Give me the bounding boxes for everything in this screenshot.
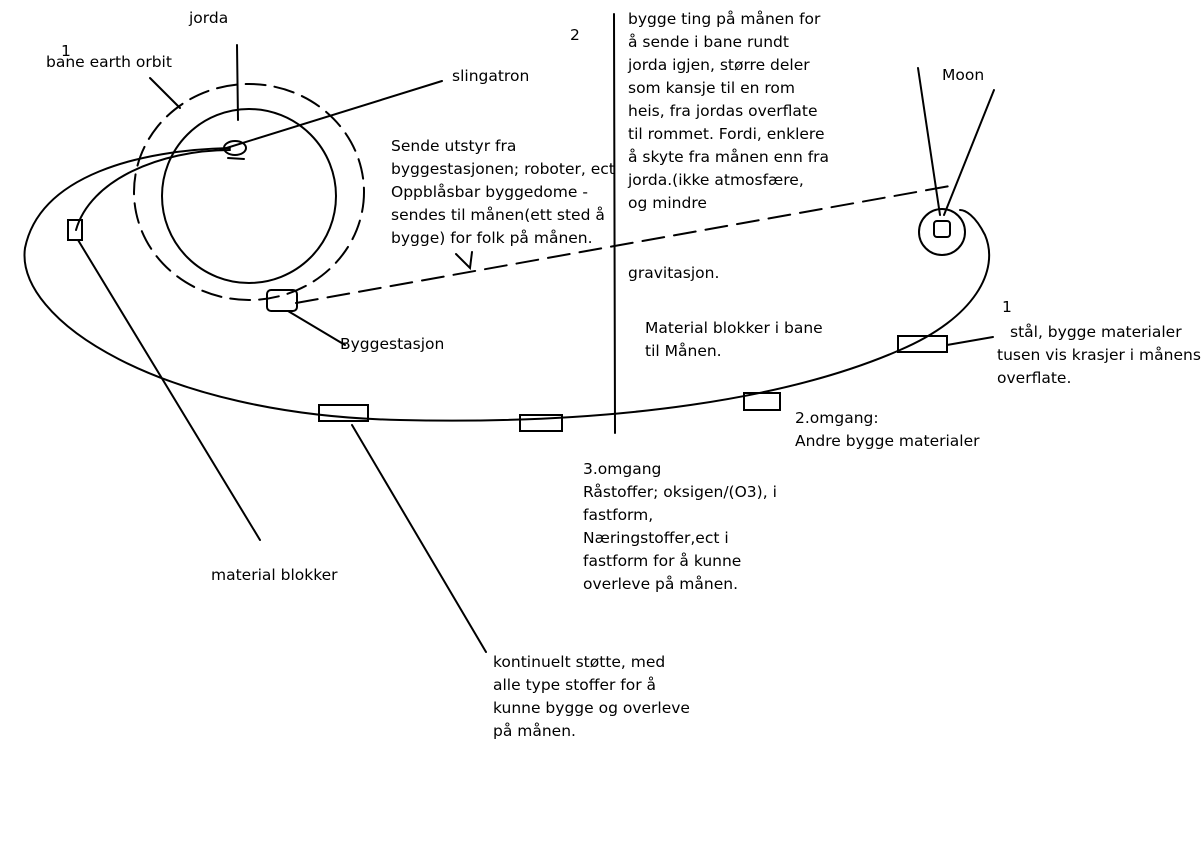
label-omgang-3: 3.omgang Råstoffer; oksigen/(O3), i fast… <box>583 460 777 593</box>
byggestasjon-box <box>266 289 298 312</box>
label-omgang-2: 2.omgang: Andre bygge materialer <box>795 409 980 450</box>
earth-circle <box>161 108 337 284</box>
label-moon: Moon <box>942 66 985 84</box>
label-jorda: jorda <box>189 9 229 27</box>
label-material-blokker-bane: Material blokker i bane til Månen. <box>645 319 823 360</box>
moon-pointer-right <box>943 89 995 216</box>
transfer-orbit-inner-arc <box>75 149 231 231</box>
moon-lander <box>933 220 951 238</box>
label-material-blokker: material blokker <box>211 566 338 584</box>
material-block-left <box>67 219 83 241</box>
slingatron-pointer <box>219 80 443 151</box>
label-slingatron: slingatron <box>452 67 530 85</box>
kontinuelt-pointer <box>351 424 487 653</box>
label-bane-earth-orbit: bane earth orbit <box>46 53 172 71</box>
label-number-2: 2 <box>570 26 580 44</box>
transfer-orbit <box>23 147 991 422</box>
moon-pointer-left <box>917 67 941 216</box>
label-gravitasjon: gravitasjon. <box>628 264 720 282</box>
label-bygge-ting: bygge ting på månen for å sende i bane r… <box>628 10 830 212</box>
divider-line <box>613 13 616 434</box>
label-kontinuelt: kontinuelt støtte, med alle type stoffer… <box>493 653 690 740</box>
material-blokker-pointer <box>77 239 261 541</box>
label-byggestasjon: Byggestasjon <box>340 335 445 353</box>
byggestasjon-pointer <box>287 310 346 346</box>
material-block-1 <box>318 404 369 422</box>
bane-orbit-pointer <box>149 77 181 109</box>
material-block-3 <box>743 392 781 411</box>
material-block-2 <box>519 414 563 432</box>
slingatron-base <box>227 157 245 160</box>
jorda-pointer <box>236 44 239 121</box>
moon-circle <box>918 208 966 256</box>
label-number-1-right: 1 <box>1002 298 1012 316</box>
staal-pointer <box>946 336 994 346</box>
station-to-moon-dashed <box>295 185 951 304</box>
label-staal: stål, bygge materialer tusen vis krasjer… <box>997 323 1201 387</box>
label-sende-utstyr: Sende utstyr fra byggestasjonen; roboter… <box>391 137 615 247</box>
earth-orbit-dashed <box>133 83 365 301</box>
arrow-head <box>455 251 473 271</box>
label-number-1-top: 1 <box>61 42 71 60</box>
